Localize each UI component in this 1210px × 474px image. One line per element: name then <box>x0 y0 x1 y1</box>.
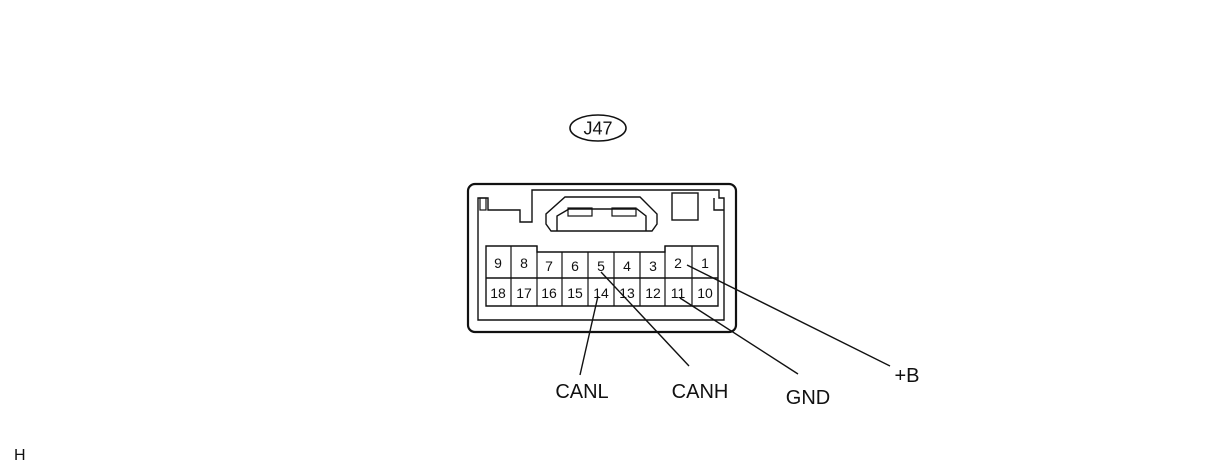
pin-number: 14 <box>593 285 609 301</box>
latch <box>545 196 658 232</box>
leader-line-plus-b <box>686 264 891 367</box>
pin-number: 9 <box>494 255 502 271</box>
pin-number: 17 <box>516 285 532 301</box>
connector-id: J47 <box>583 119 612 139</box>
pin-number: 11 <box>671 285 686 301</box>
pin-number: 4 <box>623 258 631 274</box>
pin-number: 5 <box>597 258 605 274</box>
pin-number: 12 <box>645 285 661 301</box>
pin-number: 2 <box>674 255 682 271</box>
pin-numbers-top: 9 8 7 6 5 4 3 2 1 <box>494 255 709 274</box>
pin-numbers-bottom: 18 17 16 15 14 13 12 11 10 <box>490 285 713 301</box>
key-square <box>671 192 699 221</box>
leader-line-gnd <box>679 297 799 375</box>
pin-number: 1 <box>701 255 709 271</box>
label-canl: CANL <box>555 381 608 403</box>
pin-number: 8 <box>520 255 528 271</box>
label-gnd: GND <box>786 387 830 409</box>
connector-body <box>466 182 738 334</box>
leader-line-canh <box>600 271 690 367</box>
pin-number: 13 <box>619 285 635 301</box>
leader-lines <box>579 264 891 376</box>
pin-number: 18 <box>490 285 506 301</box>
leader-line-canl <box>579 295 599 376</box>
pin-number: 16 <box>541 285 557 301</box>
connector-id-tag: J47 <box>569 114 627 142</box>
pin-number: 15 <box>567 285 583 301</box>
corner-mark: H <box>14 447 26 464</box>
label-plus-b: +B <box>894 365 919 387</box>
label-canh: CANH <box>672 381 729 403</box>
pin-number: 10 <box>697 285 713 301</box>
pin-number: 3 <box>649 258 657 274</box>
pin-number: 6 <box>571 258 579 274</box>
pin-number: 7 <box>545 258 553 274</box>
